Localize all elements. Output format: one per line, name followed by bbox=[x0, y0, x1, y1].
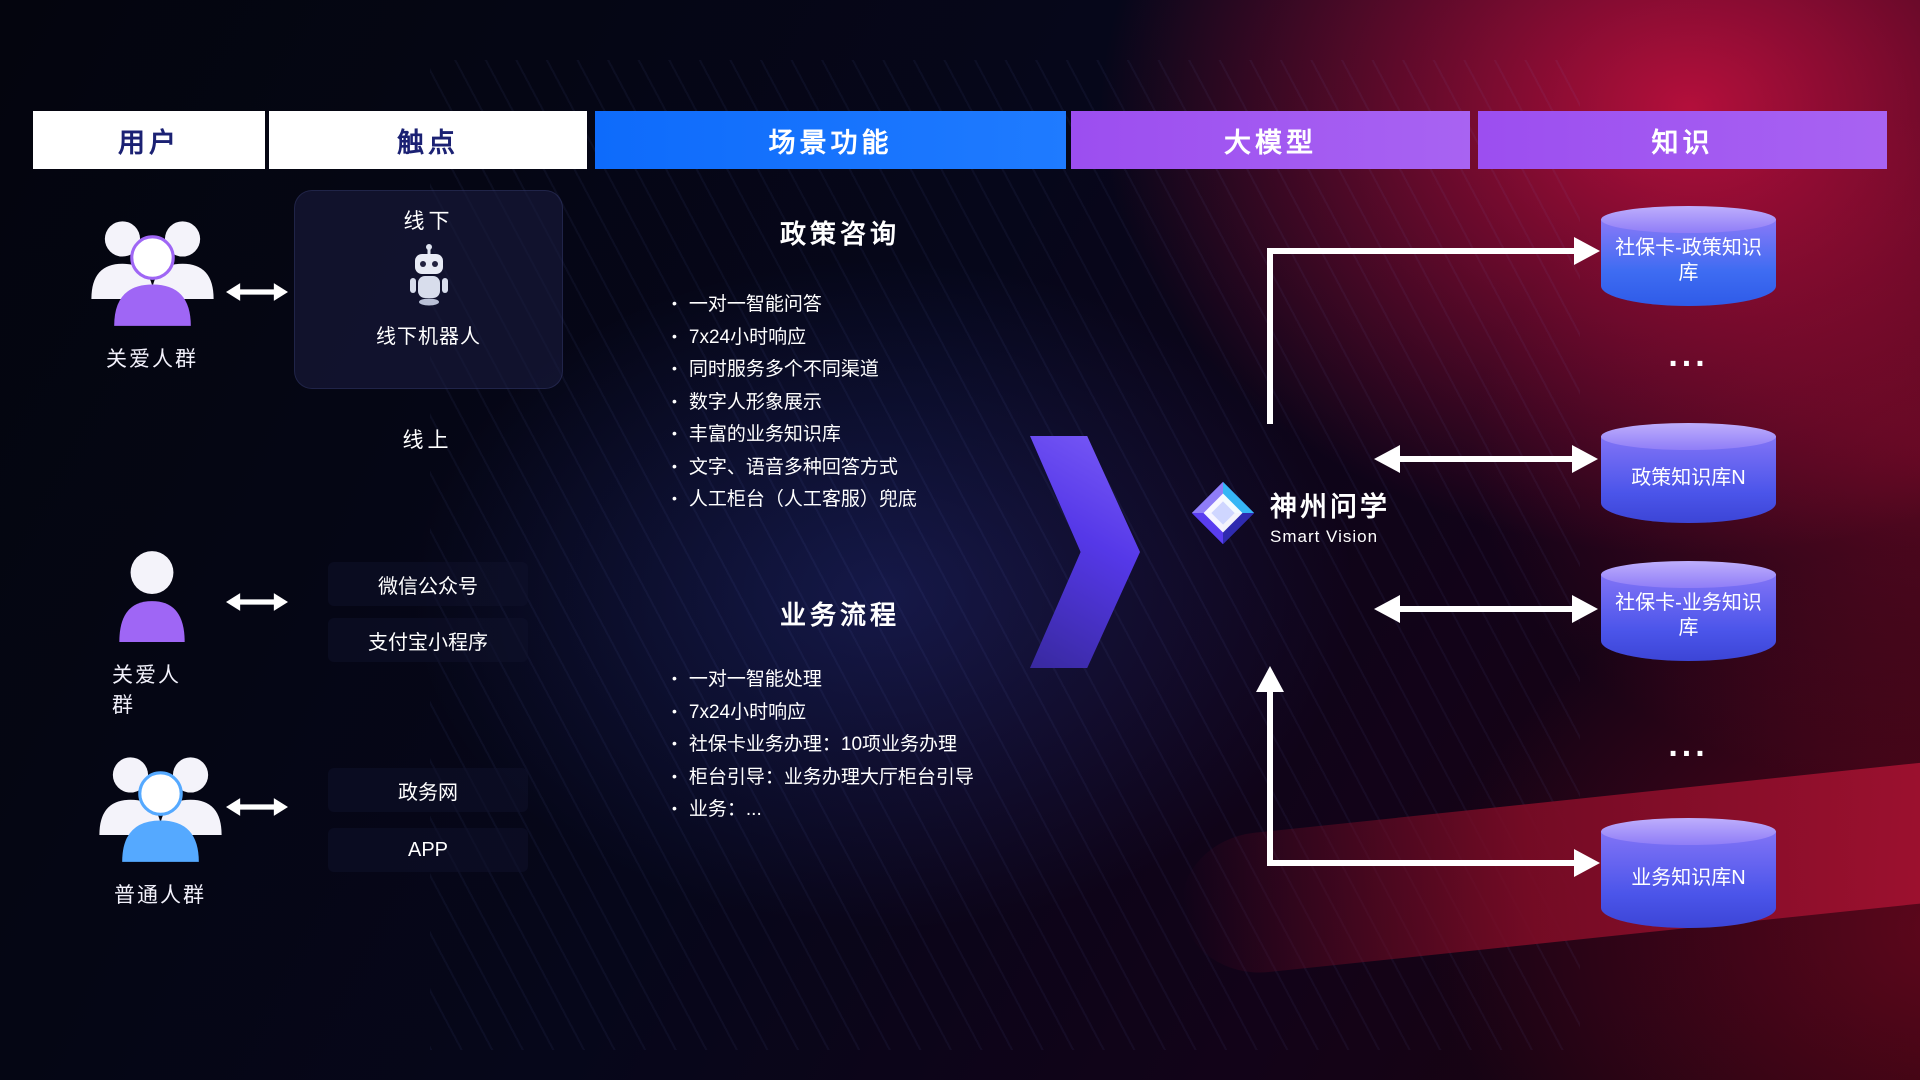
people-group-purple-icon bbox=[85, 212, 220, 333]
channel-app: APP bbox=[328, 828, 528, 872]
business-section-title: 业务流程 bbox=[779, 600, 900, 630]
online-title: 线上 bbox=[402, 429, 453, 452]
knowledge-db-policy-n: 政策知识库N bbox=[1601, 423, 1776, 523]
list-item: 文字、语音多种回答方式 bbox=[672, 452, 917, 485]
channel-alipay: 支付宝小程序 bbox=[328, 618, 528, 662]
list-item: 数字人形象展示 bbox=[672, 387, 917, 420]
person-purple-icon bbox=[113, 546, 191, 649]
channel-label: 微信公众号 bbox=[378, 575, 478, 598]
channel-label: APP bbox=[407, 838, 449, 861]
column-header-scenes-label: 场景功能 bbox=[768, 127, 893, 158]
offline-title: 线下 bbox=[403, 210, 454, 233]
diamond-logo-icon bbox=[1188, 478, 1258, 553]
column-header-touchpoints-label: 触点 bbox=[397, 127, 459, 158]
database-cylinder-icon bbox=[1601, 574, 1776, 661]
channel-label: 政务网 bbox=[398, 781, 458, 804]
list-item: 一对一智能处理 bbox=[672, 664, 974, 697]
knowledge-db-label: 社保卡-政策知识库 bbox=[1615, 237, 1762, 284]
business-feature-list: 一对一智能处理 7x24小时响应 社保卡业务办理：10项业务办理 柜台引导：业务… bbox=[672, 664, 974, 827]
column-header-touchpoints: 触点 bbox=[269, 111, 587, 169]
list-item: 业务：... bbox=[672, 794, 974, 827]
database-cylinder-icon bbox=[1601, 219, 1776, 306]
list-item: 丰富的业务知识库 bbox=[672, 419, 917, 452]
database-cylinder-top-icon bbox=[1601, 206, 1776, 233]
list-item: 一对一智能问答 bbox=[672, 289, 917, 322]
knowledge-db-business-n: 业务知识库N bbox=[1601, 818, 1776, 928]
knowledge-db-business-shebao: 社保卡-业务知识库 bbox=[1601, 561, 1776, 661]
list-item: 柜台引导：业务办理大厅柜台引导 bbox=[672, 762, 974, 795]
channel-label: 支付宝小程序 bbox=[368, 631, 488, 654]
list-item: 同时服务多个不同渠道 bbox=[672, 354, 917, 387]
column-header-scenes: 场景功能 bbox=[595, 111, 1066, 169]
knowledge-db-policy-shebao: 社保卡-政策知识库 bbox=[1601, 206, 1776, 306]
bidirectional-arrow-icon bbox=[226, 589, 288, 615]
red-swoosh-decoration bbox=[1174, 759, 1920, 981]
column-header-model: 大模型 bbox=[1071, 111, 1470, 169]
ellipsis-more-dbs: ... bbox=[1668, 336, 1709, 374]
database-cylinder-top-icon bbox=[1601, 818, 1776, 845]
people-group-blue-icon bbox=[93, 748, 228, 869]
column-header-users-label: 用户 bbox=[118, 127, 180, 158]
persona-care-group-1: 关爱人群 bbox=[78, 212, 226, 373]
policy-feature-list: 一对一智能问答 7x24小时响应 同时服务多个不同渠道 数字人形象展示 丰富的业… bbox=[672, 289, 917, 517]
model-logo-text: 神州问学 Smart Vision bbox=[1270, 485, 1390, 547]
channel-wechat: 微信公众号 bbox=[328, 562, 528, 606]
knowledge-db-label: 社保卡-业务知识库 bbox=[1615, 592, 1762, 639]
flow-arrow-icon bbox=[1030, 436, 1140, 668]
offline-touchpoint-card: 线下 线下机器人 bbox=[294, 190, 563, 389]
database-cylinder-icon bbox=[1601, 436, 1776, 523]
policy-section-title: 政策咨询 bbox=[779, 219, 900, 249]
persona-ordinary-group: 普通人群 bbox=[86, 748, 234, 909]
database-cylinder-top-icon bbox=[1601, 423, 1776, 450]
column-header-users: 用户 bbox=[33, 111, 265, 169]
ellipsis-more-dbs: ... bbox=[1668, 726, 1709, 764]
bidirectional-arrow-icon bbox=[226, 794, 288, 820]
knowledge-db-label: 政策知识库N bbox=[1631, 466, 1746, 489]
knowledge-db-label: 业务知识库N bbox=[1631, 866, 1746, 889]
bidirectional-arrow-icon bbox=[226, 279, 288, 305]
persona-label: 关爱人群 bbox=[112, 664, 181, 717]
list-item: 人工柜台（人工客服）兜底 bbox=[672, 484, 917, 517]
persona-label: 普通人群 bbox=[114, 884, 206, 907]
offline-robot-label: 线下机器人 bbox=[376, 326, 481, 348]
diagonal-stripes-decoration bbox=[430, 60, 1580, 1050]
column-header-knowledge: 知识 bbox=[1478, 111, 1887, 169]
column-header-model-label: 大模型 bbox=[1224, 127, 1317, 158]
list-item: 7x24小时响应 bbox=[672, 322, 917, 355]
model-name: 神州问学 bbox=[1270, 491, 1390, 522]
list-item: 7x24小时响应 bbox=[672, 697, 974, 730]
database-cylinder-top-icon bbox=[1601, 561, 1776, 588]
channel-gov-web: 政务网 bbox=[328, 768, 528, 812]
list-item: 社保卡业务办理：10项业务办理 bbox=[672, 729, 974, 762]
model-logo: 神州问学 Smart Vision bbox=[1188, 478, 1390, 553]
column-header-knowledge-label: 知识 bbox=[1651, 127, 1714, 158]
persona-label: 关爱人群 bbox=[106, 348, 198, 371]
database-cylinder-icon bbox=[1601, 831, 1776, 928]
persona-care-single: 关爱人群 bbox=[112, 546, 192, 719]
model-subtitle: Smart Vision bbox=[1270, 526, 1379, 546]
robot-icon bbox=[407, 243, 451, 312]
